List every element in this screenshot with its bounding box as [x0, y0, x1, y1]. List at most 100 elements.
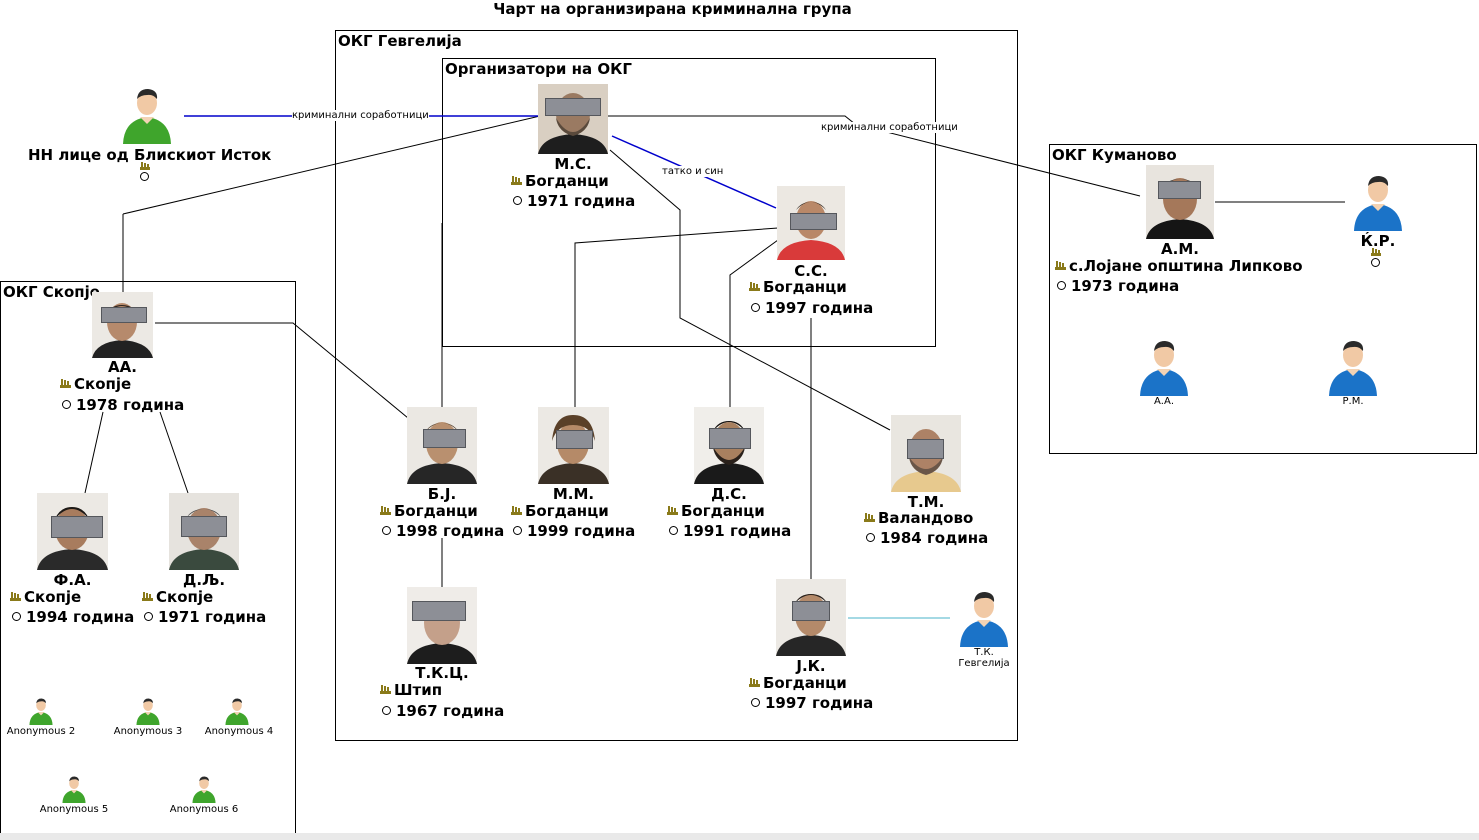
person-fa-year: 1994 година: [10, 608, 134, 626]
person-ss-photo[interactable]: [777, 186, 845, 260]
chart-title: Чарт на организирана криминална група: [493, 0, 852, 18]
person-kr-name: Ќ.Р.: [1360, 232, 1396, 250]
person-am-place: с.Лојане општина Липково: [1055, 257, 1303, 275]
anonymous-4-icon[interactable]: [224, 697, 250, 729]
person-tkc-name: Т.К.Ц.: [415, 664, 469, 682]
person-tkc-year: 1967 година: [380, 702, 504, 720]
group-skopje-label: ОКГ Скопје: [3, 283, 100, 301]
link-ms-am: [600, 115, 1141, 197]
person-jk-photo[interactable]: [776, 579, 846, 656]
person-dl-name: Д.Љ.: [182, 571, 226, 589]
anonymous-6-icon[interactable]: [191, 775, 217, 807]
year-icon: [144, 612, 153, 621]
person-am-year: 1973 година: [1055, 277, 1179, 295]
link-label-collab-2: криминални соработници: [821, 122, 958, 133]
anonymous-3-name: Anonymous 3: [113, 726, 183, 737]
person-ss-place: Богданци: [749, 278, 847, 296]
person-am-photo[interactable]: [1146, 165, 1214, 239]
person-ss-name: С.С.: [794, 262, 828, 280]
anonymous-2-icon[interactable]: [28, 697, 54, 729]
person-ds-name: Д.С.: [711, 485, 747, 503]
person-am-name: А.М.: [1161, 240, 1199, 258]
group-gevgelija[interactable]: ОКГ Гевгелија: [335, 30, 1018, 741]
year-icon: [866, 533, 875, 542]
anonymous-2-name: Anonymous 2: [6, 726, 76, 737]
person-ds-place: Богданци: [667, 502, 765, 520]
person-ms-year: 1971 година: [511, 192, 635, 210]
anonymous-5-icon[interactable]: [61, 775, 87, 807]
person-aa-place: Скопје: [60, 375, 131, 393]
person-tm-year: 1984 година: [864, 529, 988, 547]
redaction-bar: [556, 430, 593, 449]
group-gevgelija-label: ОКГ Гевгелија: [338, 32, 462, 50]
year-icon: [751, 303, 760, 312]
person-tm-place: Валандово: [864, 509, 973, 527]
place-icon: [142, 592, 153, 601]
person-nn-place-icon: [140, 162, 150, 170]
person-ms-photo[interactable]: [538, 84, 608, 154]
bottom-strip: [0, 833, 1479, 840]
anonymous-3-icon[interactable]: [135, 697, 161, 729]
person-aa-name: АА.: [108, 358, 137, 376]
person-rm-icon[interactable]: [1326, 338, 1380, 400]
person-tm-photo[interactable]: [891, 415, 961, 492]
group-kumanovo[interactable]: ОКГ Куманово: [1049, 144, 1477, 454]
place-icon: [380, 685, 391, 694]
person-ds-photo[interactable]: [694, 407, 764, 484]
redaction-bar: [181, 516, 227, 537]
person-kr-year-icon: [1371, 258, 1380, 267]
anonymous-6-name: Anonymous 6: [169, 804, 239, 815]
person-ds-year: 1991 година: [667, 522, 791, 540]
year-icon: [382, 526, 391, 535]
person-aa-photo[interactable]: [92, 292, 153, 358]
person-nn-icon[interactable]: [120, 86, 174, 148]
place-icon: [10, 592, 21, 601]
person-mm-photo[interactable]: [538, 407, 609, 484]
year-icon: [513, 196, 522, 205]
anonymous-4-name: Anonymous 4: [204, 726, 274, 737]
year-icon: [513, 526, 522, 535]
link-aa-dl: [159, 411, 189, 494]
redaction-bar: [790, 213, 837, 230]
person-jk-name: Ј.К.: [796, 657, 826, 675]
person-bj-year: 1998 година: [380, 522, 504, 540]
person-bj-photo[interactable]: [407, 407, 477, 484]
person-aa-year: 1978 година: [60, 396, 184, 414]
redaction-bar: [412, 601, 466, 621]
place-icon: [511, 176, 522, 185]
year-icon: [62, 400, 71, 409]
year-icon: [1057, 281, 1066, 290]
person-mm-name: М.М.: [552, 485, 595, 503]
place-icon: [667, 506, 678, 515]
person-tkc-photo[interactable]: [407, 587, 477, 664]
redaction-bar: [907, 439, 944, 459]
person-ms-place: Богданци: [511, 172, 609, 190]
link-ss-mm: [574, 227, 779, 408]
place-icon: [60, 379, 71, 388]
person-dl-photo[interactable]: [169, 493, 239, 570]
person-ms-name: М.С.: [554, 155, 592, 173]
person-tk-icon[interactable]: [957, 589, 1011, 651]
place-icon: [864, 513, 875, 522]
place-icon: [749, 282, 760, 291]
link-ms-tm: [609, 149, 891, 431]
year-icon: [12, 612, 21, 621]
group-kumanovo-label: ОКГ Куманово: [1052, 146, 1177, 164]
person-fa-photo[interactable]: [37, 493, 108, 570]
person-aa-kumanovo-name: А.А.: [1153, 396, 1175, 407]
person-dl-year: 1971 година: [142, 608, 266, 626]
person-jk-place: Богданци: [749, 674, 847, 692]
group-organizers[interactable]: Организатори на ОКГ: [442, 58, 936, 347]
person-nn-name: НН лице од Блискиот Исток: [28, 146, 272, 164]
person-rm-name: Р.М.: [1342, 396, 1364, 407]
place-icon: [511, 506, 522, 515]
link-aa-bj: [155, 322, 409, 419]
link-ss-ds: [729, 239, 779, 408]
person-kr-icon[interactable]: [1351, 173, 1405, 235]
year-icon: [669, 526, 678, 535]
place-icon: [1055, 261, 1066, 270]
person-tk-sub: Гевгелија: [958, 658, 1010, 669]
person-tkc-place: Штип: [380, 681, 442, 699]
person-fa-name: Ф.А.: [53, 571, 92, 589]
person-aa-kumanovo-icon[interactable]: [1137, 338, 1191, 400]
